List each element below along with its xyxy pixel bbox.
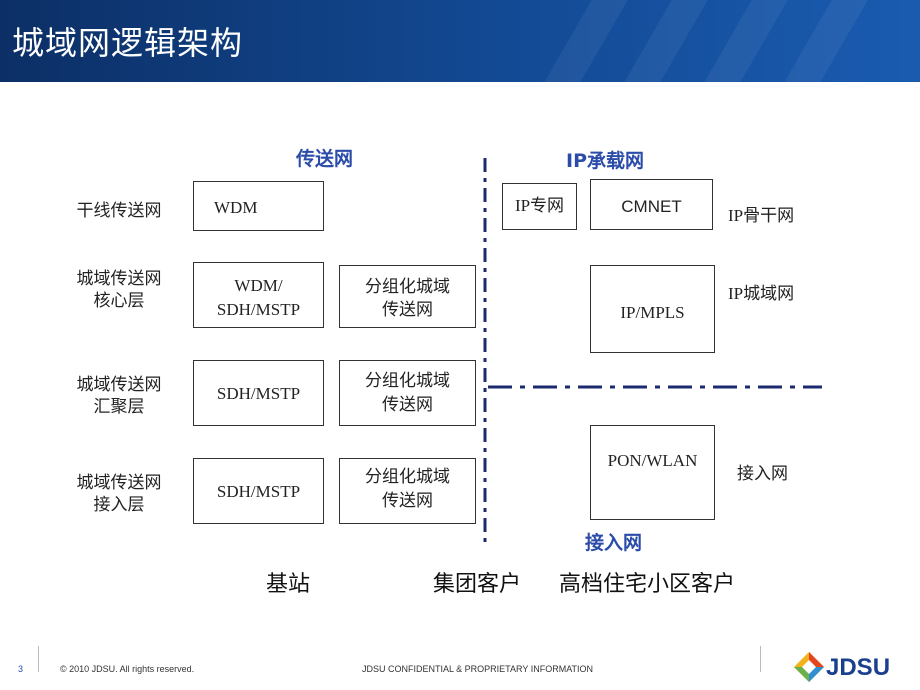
ip-backbone-label: IP骨干网 [728, 206, 795, 225]
jdsu-logo: JDSU [792, 650, 912, 684]
row-label-line: 城域传送网 [76, 269, 162, 289]
packet-metro-transport-aggregation-box: 分组化城域 传送网 [339, 360, 476, 426]
row-label-trunk: 干线传送网 [76, 201, 162, 221]
ip-mpls-box: IP/MPLS [590, 265, 715, 353]
box-label: IP/MPLS [620, 303, 685, 322]
ip-bearer-network-heading: IP承载网 [566, 150, 644, 172]
pon-wlan-box: PON/WLAN [590, 425, 715, 520]
row-label-line: 核心层 [93, 291, 145, 311]
row-label-line: 汇聚层 [93, 397, 145, 417]
box-label: CMNET [621, 197, 682, 216]
box-label-line: 分组化城域 [365, 371, 450, 391]
wdm-sdh-mstp-box: WDM/ SDH/MSTP [193, 262, 324, 328]
row-label-core: 城域传送网 核心层 [60, 268, 178, 312]
box-label-line: 传送网 [382, 395, 433, 415]
box-label-line: SDH/MSTP [216, 300, 301, 319]
base-station-label: 基站 [266, 572, 311, 597]
box-label-line: 传送网 [382, 491, 433, 511]
row-label-line: 城域传送网 [76, 375, 162, 395]
page-number: 3 [18, 664, 24, 674]
logo-text: JDSU [826, 654, 891, 681]
wdm-box-label: WDM [214, 198, 258, 217]
cmnet-box: CMNET [590, 179, 713, 230]
slide-title: 城域网逻辑架构 [12, 24, 244, 62]
row-label-line: 城域传送网 [76, 473, 162, 493]
box-label-line: 分组化城域 [365, 467, 450, 487]
jdsu-logo-mark-icon [794, 652, 824, 682]
box-label: PON/WLAN [607, 451, 698, 470]
wdm-box: WDM [193, 181, 324, 231]
confidential-text: JDSU CONFIDENTIAL & PROPRIETARY INFORMAT… [362, 664, 594, 674]
box-label: IP专网 [514, 196, 565, 215]
box-label-line: WDM/ [234, 276, 283, 295]
footer-divider [38, 646, 39, 672]
residential-customers-label: 高档住宅小区客户 [559, 572, 736, 597]
slide-footer: 3 © 2010 JDSU. All rights reserved. JDSU… [0, 640, 920, 690]
packet-metro-transport-access-box: 分组化城域 传送网 [339, 458, 476, 524]
box-label: SDH/MSTP [216, 482, 301, 501]
box-label-line: 传送网 [382, 300, 433, 320]
ip-metro-label: IP城域网 [728, 284, 795, 303]
divider-lines [483, 158, 822, 545]
box-label: SDH/MSTP [216, 384, 301, 403]
row-label-access: 城域传送网 接入层 [60, 472, 178, 516]
packet-metro-transport-core-box: 分组化城域 传送网 [339, 265, 476, 328]
access-network-label: 接入网 [737, 464, 788, 484]
access-network-heading: 接入网 [585, 532, 643, 554]
sdh-mstp-aggregation-box: SDH/MSTP [193, 360, 324, 426]
row-label-line: 接入层 [93, 495, 145, 515]
copyright-text: © 2010 JDSU. All rights reserved. [60, 664, 195, 674]
box-label-line: 分组化城域 [365, 277, 450, 297]
group-customers-label: 集团客户 [433, 572, 522, 597]
transport-network-heading: 传送网 [296, 148, 354, 170]
footer-divider [760, 646, 761, 672]
row-label-aggregation: 城域传送网 汇聚层 [60, 374, 178, 418]
ip-private-network-box: IP专网 [502, 183, 577, 230]
title-bar: 城域网逻辑架构 [0, 0, 920, 82]
sdh-mstp-access-box: SDH/MSTP [193, 458, 324, 524]
